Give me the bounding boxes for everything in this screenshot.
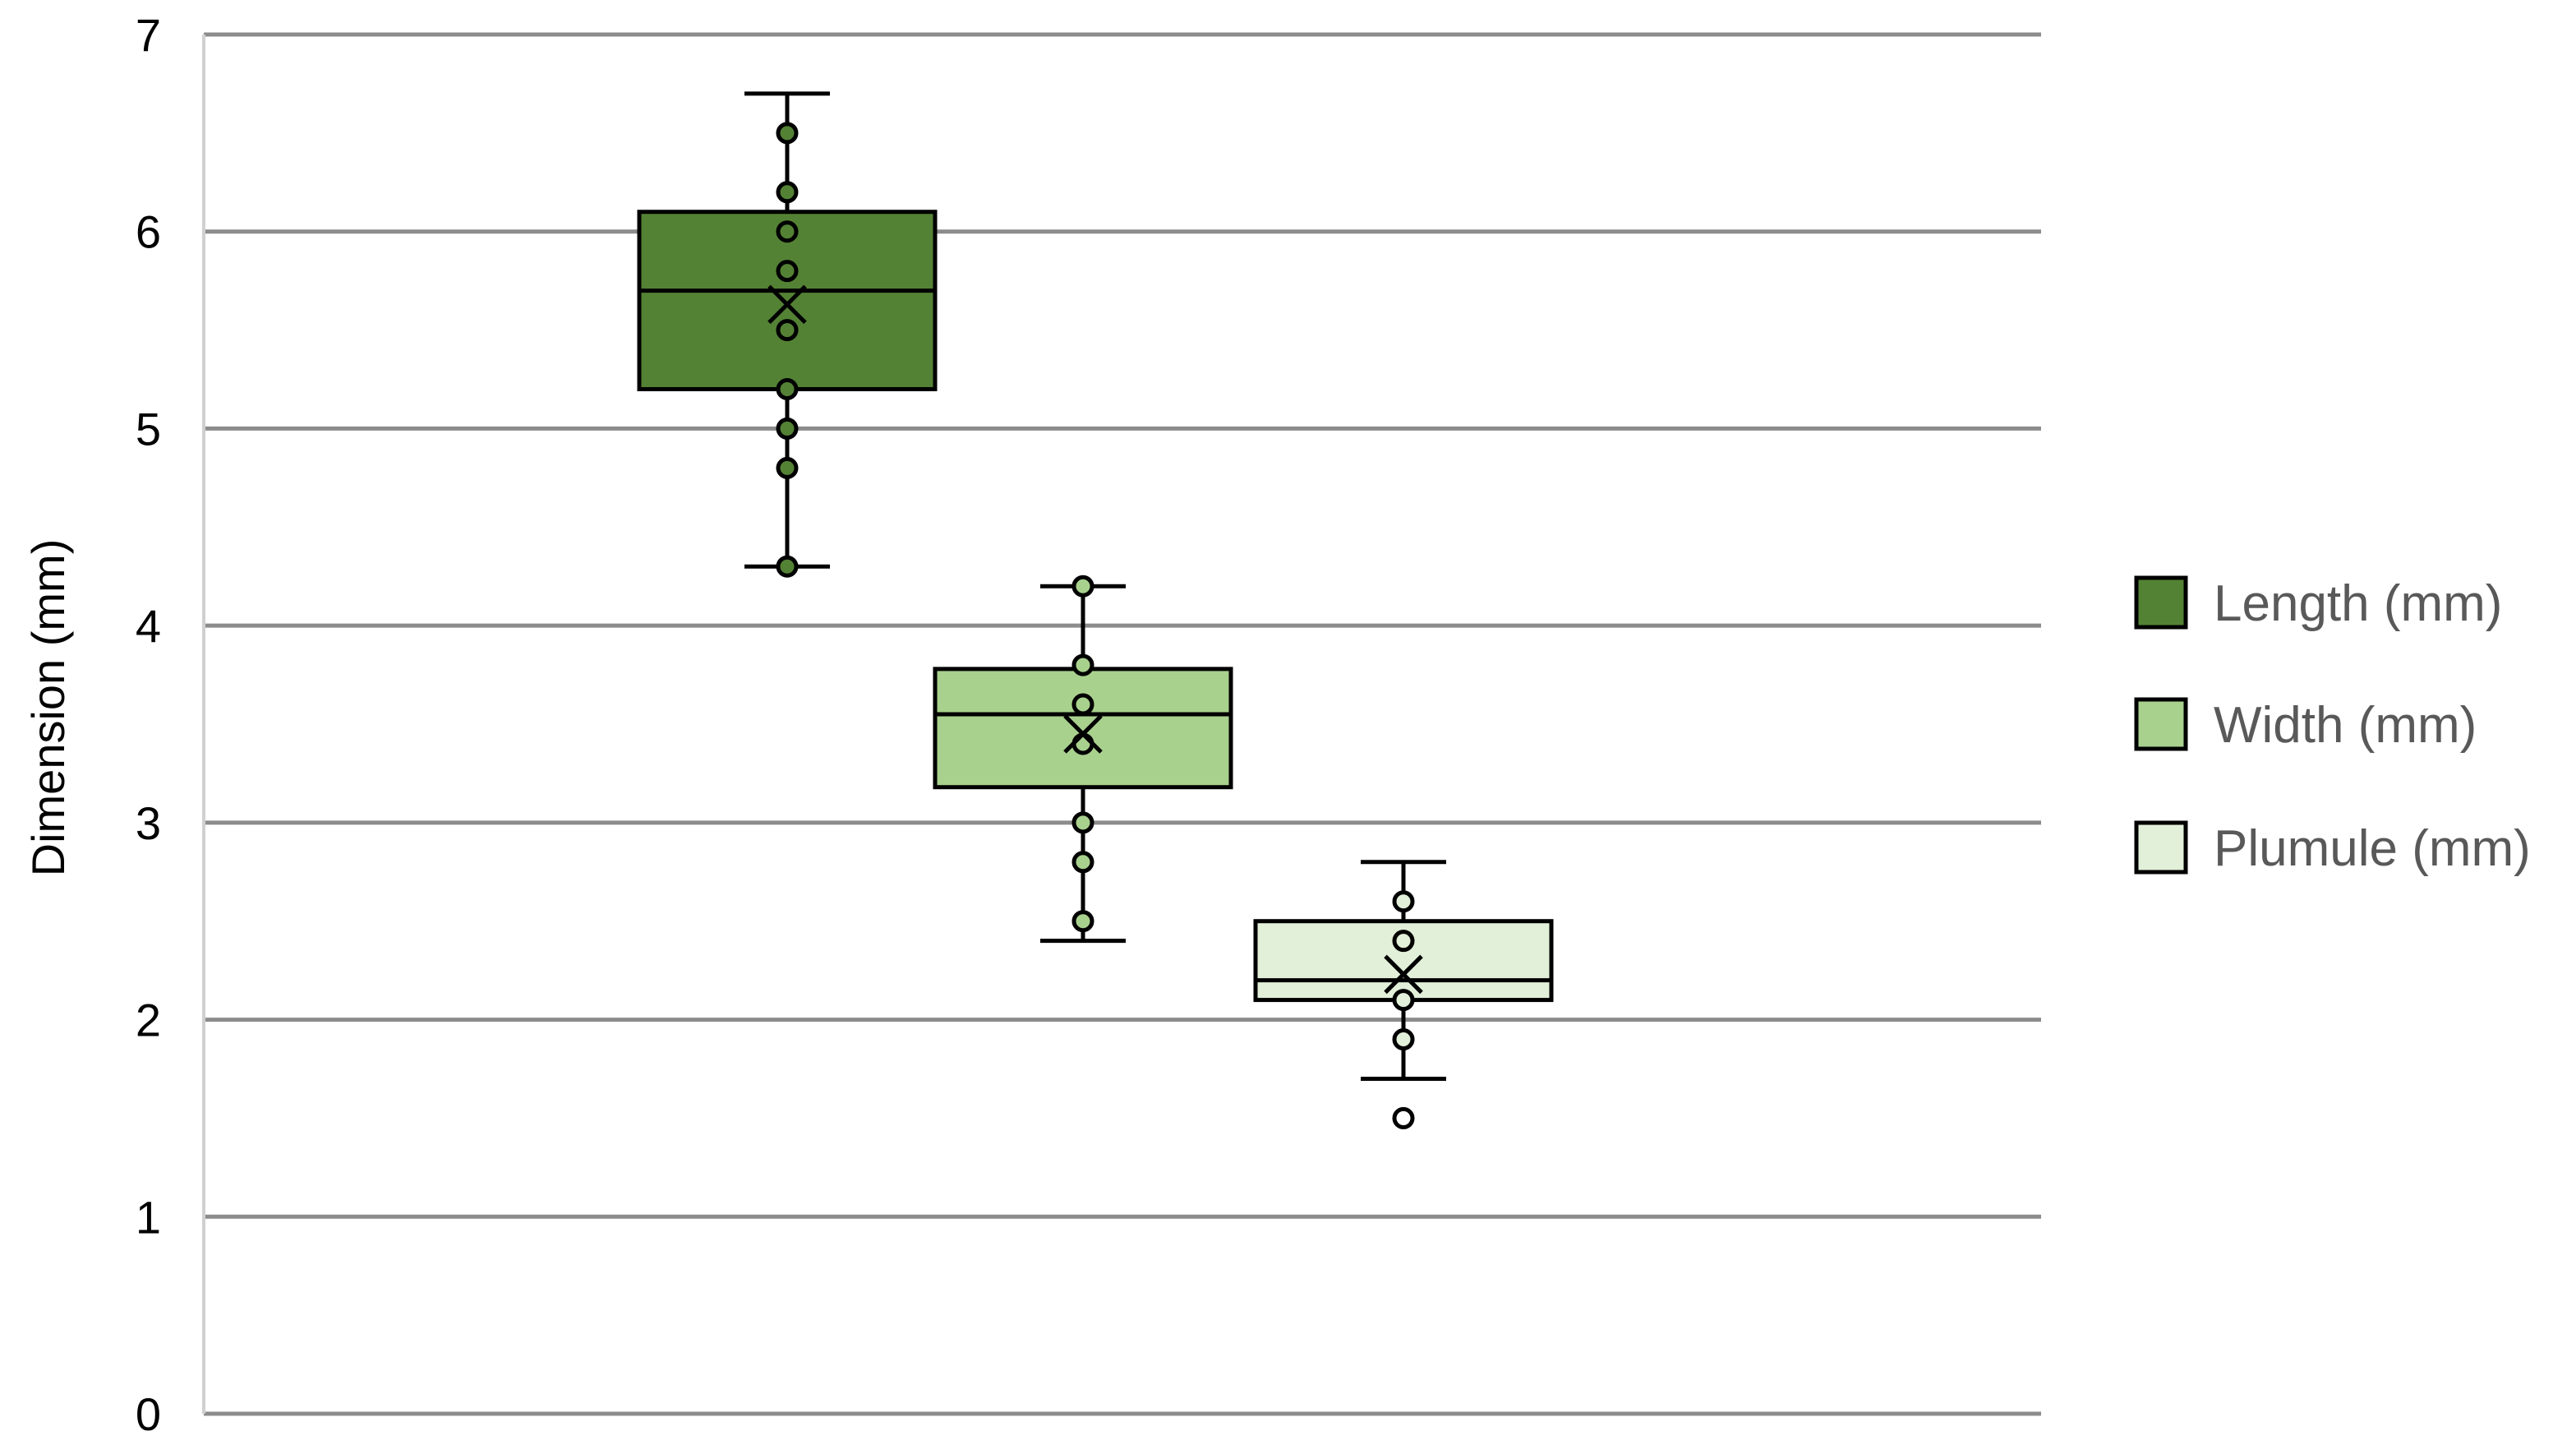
data-point xyxy=(1392,930,1415,953)
y-tick-label: 5 xyxy=(136,403,161,455)
gridlines xyxy=(204,32,2041,1416)
mean-marker xyxy=(767,284,807,325)
data-point xyxy=(776,377,799,400)
y-tick-label: 2 xyxy=(136,995,161,1046)
legend: Length (mm) Width (mm) Plumule (mm) xyxy=(2134,575,2531,877)
y-tick-label: 4 xyxy=(136,600,161,652)
y-axis: 0 1 2 3 4 5 6 7 xyxy=(136,9,205,1440)
data-point xyxy=(776,220,799,243)
y-tick-label: 1 xyxy=(136,1191,161,1243)
data-point xyxy=(776,417,799,440)
data-point xyxy=(1071,653,1094,676)
data-point xyxy=(776,122,799,145)
legend-label: Length (mm) xyxy=(2214,575,2502,632)
y-axis-title: Dimension (mm) xyxy=(22,539,74,877)
data-point xyxy=(776,260,799,283)
box-length xyxy=(637,91,938,578)
outlier-point xyxy=(1392,1106,1415,1129)
legend-swatch xyxy=(2134,697,2188,751)
data-point xyxy=(1392,989,1415,1012)
data-point xyxy=(1071,851,1094,874)
legend-label: Width (mm) xyxy=(2214,697,2477,754)
data-point xyxy=(1071,910,1094,933)
data-point xyxy=(776,319,799,342)
box-series xyxy=(637,91,1554,1129)
legend-swatch xyxy=(2134,820,2188,875)
legend-swatch xyxy=(2134,575,2188,630)
mean-marker xyxy=(1384,954,1423,995)
y-tick-label: 7 xyxy=(136,9,161,61)
data-point xyxy=(1071,811,1094,834)
y-tick-label: 3 xyxy=(136,797,161,849)
box-width xyxy=(933,575,1233,944)
data-point xyxy=(1071,693,1094,716)
data-point xyxy=(1392,890,1415,913)
y-tick-label: 6 xyxy=(136,206,161,258)
mean-marker xyxy=(1063,714,1103,754)
box-plumule xyxy=(1253,860,1554,1129)
data-point xyxy=(776,456,799,479)
data-point xyxy=(776,555,799,578)
box-iqr xyxy=(933,667,1233,790)
data-point xyxy=(1392,1028,1415,1051)
data-point xyxy=(1071,575,1094,598)
data-point xyxy=(776,181,799,204)
legend-label: Plumule (mm) xyxy=(2214,820,2531,877)
y-tick-label: 0 xyxy=(136,1388,161,1440)
